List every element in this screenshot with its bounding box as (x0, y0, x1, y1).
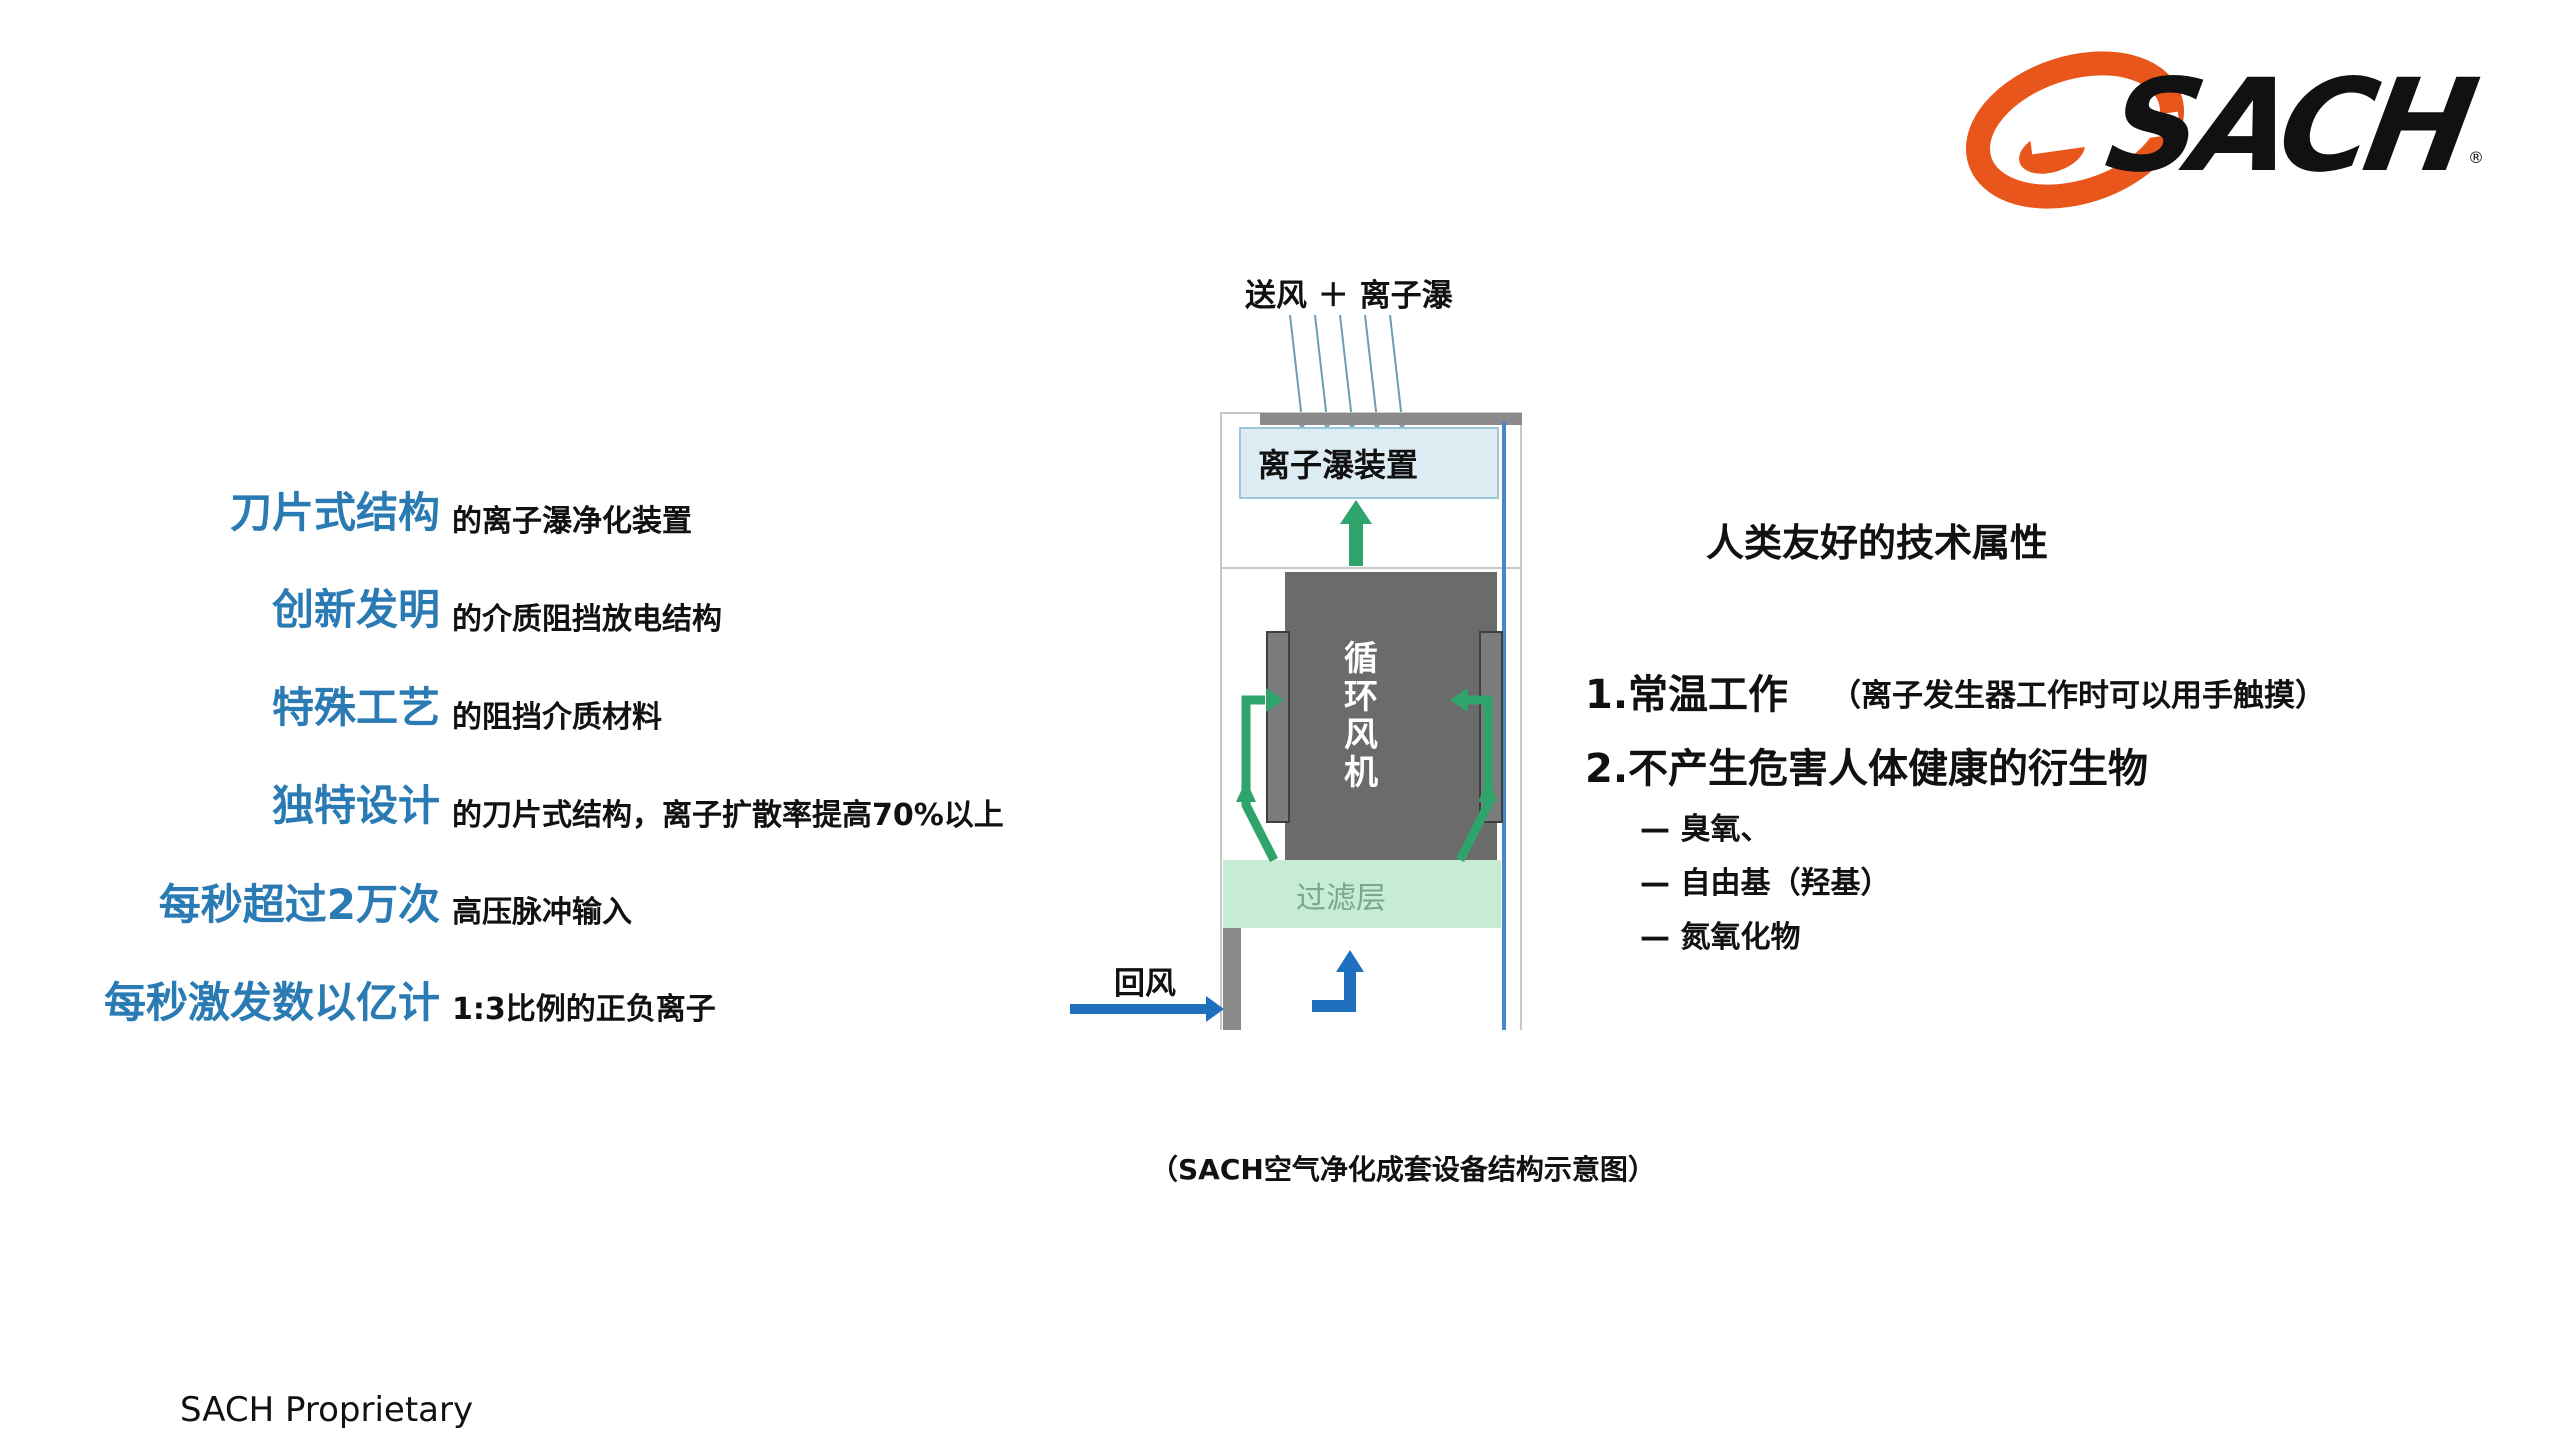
logo-swoosh-icon (1965, 51, 2185, 209)
circulation-arrows (1241, 695, 1493, 863)
feature-key: 特殊工艺 (271, 683, 440, 732)
logo-registered-mark: ® (2468, 148, 2484, 167)
humane-item-2: 2.不产生危害人体健康的衍生物 (1585, 746, 2149, 792)
ion-device-label: 离子瀑装置 (1258, 446, 1419, 484)
feature-key: 每秒激发数以亿计 (103, 978, 440, 1027)
feature-key: 刀片式结构 (229, 488, 440, 537)
feature-desc: 的介质阻挡放电结构 (452, 602, 722, 637)
green-up-arrow (1340, 500, 1372, 566)
footer-proprietary: SACH Proprietary (180, 1390, 474, 1430)
feature-desc: 1:3比例的正负离子 (452, 992, 716, 1027)
feature-key: 每秒超过2万次 (158, 880, 440, 929)
diagram-drawing (1070, 314, 1522, 1030)
top-outlet-bar (1260, 413, 1522, 425)
right-wall (1502, 422, 1506, 1030)
supply-air-lines (1289, 314, 1411, 431)
humane-item-1-note: （离子发生器工作时可以用手触摸） (1830, 678, 2326, 714)
diagram-caption: （SACH空气净化成套设备结构示意图） (1150, 1153, 1656, 1186)
feature-key: 独特设计 (271, 781, 440, 830)
return-duct-strip (1223, 928, 1241, 1030)
logo-text: SACH (2096, 52, 2480, 201)
humane-sub-item: — 氮氧化物 (1640, 920, 1801, 955)
humane-sub-item: — 臭氧、 (1640, 812, 1771, 847)
supply-air-label: 送风 ＋ 离子瀑 (1245, 278, 1453, 314)
humane-title: 人类友好的技术属性 (1706, 521, 2049, 565)
fan-label: 循环风机 (1344, 639, 1378, 793)
fan-side-left (1266, 631, 1290, 823)
feature-key: 创新发明 (271, 585, 440, 634)
fan-body (1285, 572, 1497, 872)
ion-device-box (1239, 427, 1499, 499)
humane-sub-item: — 自由基（羟基） (1640, 866, 1891, 901)
return-air-arrow (1070, 996, 1224, 1022)
feature-desc: 的刀片式结构，离子扩散率提高70%以上 (452, 798, 1004, 833)
feature-desc: 的阻挡介质材料 (452, 700, 662, 735)
feature-desc: 的离子瀑净化装置 (452, 504, 692, 539)
blue-bend-arrow (1312, 950, 1364, 1012)
filter-label: 过滤层 (1296, 881, 1386, 916)
feature-desc: 高压脉冲输入 (452, 895, 632, 930)
sach-logo: SACH ® (1960, 50, 2500, 220)
humane-item-1: 1.常温工作 (1585, 672, 1789, 718)
filter-layer (1223, 860, 1501, 928)
return-air-label: 回风 (1114, 966, 1176, 1002)
